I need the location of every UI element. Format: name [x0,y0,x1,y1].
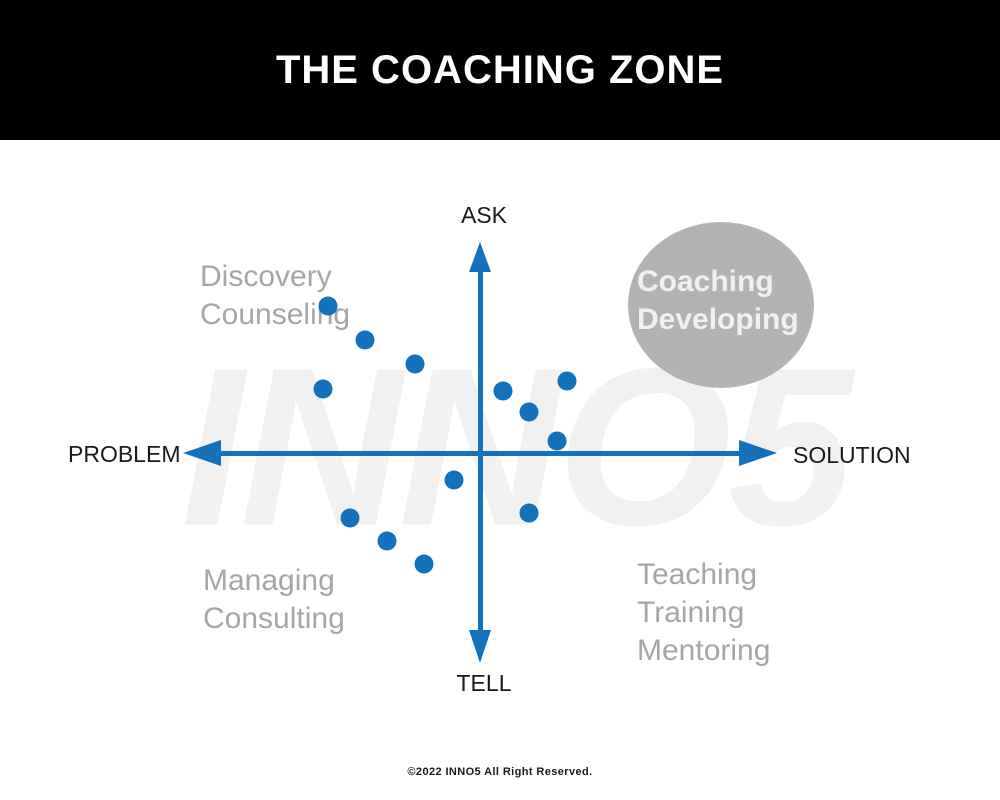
scatter-dot [414,554,434,574]
quadrant-line: Discovery [200,260,332,293]
header-bar: THE COACHING ZONE [0,0,1000,140]
arrow-up-icon [469,242,491,272]
scatter-dot [318,296,338,316]
quadrant-line: Coaching [637,265,774,298]
scatter-dot [313,379,333,399]
scatter-dot [405,354,425,374]
quadrant-line: Teaching [637,558,758,591]
axis-label-problem: PROBLEM [68,441,181,467]
quadrant-label-top-right: Coaching Developing [637,263,799,339]
scatter-dot [340,508,360,528]
scatter-dot [377,531,397,551]
axis-label-ask: ASK [460,202,508,228]
quadrant-line: Developing [637,303,799,336]
footer: ©2022 INNO5 All Right Reserved. [0,762,1000,780]
scatter-dot [355,330,375,350]
scatter-dot [557,371,577,391]
quadrant-line: Consulting [203,602,345,635]
scatter-dot [519,503,539,523]
quadrant-label-bottom-left: Managing Consulting [203,562,345,638]
arrow-left-icon [183,440,221,466]
quadrant-line: Mentoring [637,634,771,667]
scatter-dot [444,470,464,490]
quadrant-label-bottom-right: Teaching Training Mentoring [637,556,770,670]
scatter-dot [547,431,567,451]
coaching-zone-circle [628,222,814,388]
quadrant-line: Training [637,596,745,629]
arrow-down-icon [469,630,491,663]
axis-label-solution: SOLUTION [793,442,911,468]
arrow-right-icon [739,440,777,466]
horizontal-axis-line [214,451,742,456]
scatter-dot [519,402,539,422]
scatter-dot [493,381,513,401]
copyright-text: ©2022 INNO5 All Right Reserved. [407,766,593,778]
page-title: THE COACHING ZONE [275,47,725,92]
axis-label-tell: TELL [456,670,512,696]
quadrant-line: Managing [203,564,335,597]
